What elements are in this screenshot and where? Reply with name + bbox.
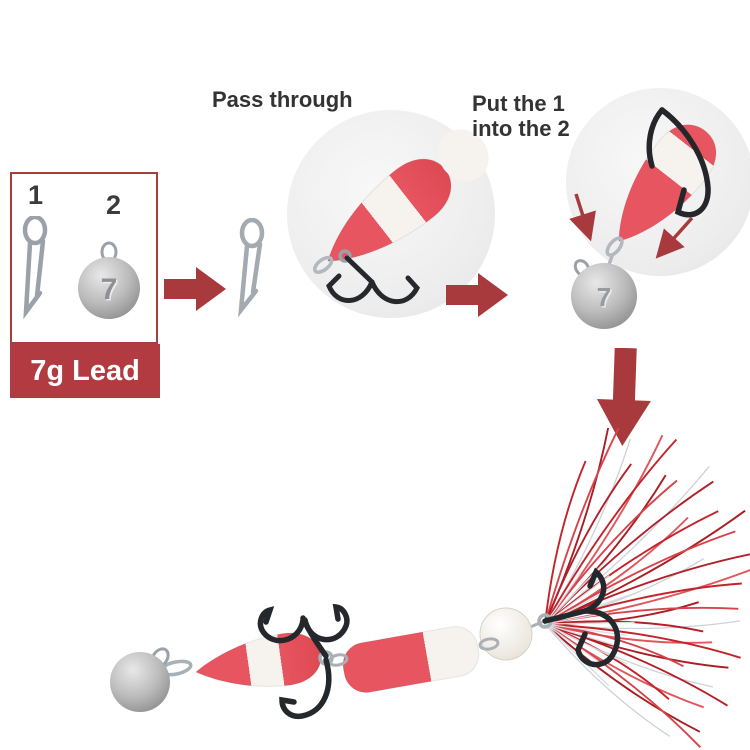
lure-tail-illustration bbox=[604, 107, 717, 275]
white-ball-joint bbox=[479, 607, 533, 661]
step-ball-number-shadow: 7 bbox=[598, 284, 612, 314]
step-ball-number: 7 bbox=[597, 282, 611, 312]
kit-ball-number: 7 bbox=[101, 273, 118, 306]
pointer-arrows bbox=[569, 193, 694, 259]
lead-ball-icon: 7 7 bbox=[78, 241, 140, 319]
kit-item-2-label: 2 bbox=[106, 190, 122, 220]
lure-body-icon bbox=[327, 158, 452, 262]
step-put-label: Put the 1 into the 2 bbox=[472, 91, 604, 141]
pointer-arrow-icon bbox=[655, 216, 694, 259]
snap-clip-icon bbox=[22, 216, 48, 320]
step-put-label-line2: into the 2 bbox=[472, 115, 570, 141]
lure-next-segment bbox=[438, 129, 489, 182]
lead-weight-banner-label: 7g Lead bbox=[30, 354, 140, 387]
pass-through-photo bbox=[287, 110, 495, 318]
pointer-arrow-icon bbox=[569, 193, 596, 242]
lure-body-icon bbox=[618, 124, 717, 242]
wire-loop-icon bbox=[312, 255, 334, 274]
arrow-right-icon bbox=[164, 267, 226, 311]
lure-section-illustration bbox=[312, 129, 489, 305]
kit-item-1-label: 1 bbox=[28, 180, 44, 210]
step-pass-through-label: Pass through bbox=[212, 87, 353, 112]
treble-hook-icon bbox=[257, 603, 350, 720]
lure-body-icon bbox=[342, 626, 480, 693]
snap-clip-icon bbox=[238, 218, 265, 318]
arrow-right-icon bbox=[446, 273, 508, 317]
treble-hook-icon bbox=[537, 567, 621, 668]
lead-ball-icon bbox=[110, 652, 170, 712]
arrow-down-icon bbox=[596, 348, 651, 446]
step-put-label-line1: Put the 1 bbox=[472, 91, 565, 116]
wire-loop-icon bbox=[605, 236, 624, 257]
kit-ball-number-shadow: 7 bbox=[102, 275, 119, 308]
assembled-lure-illustration bbox=[110, 428, 750, 748]
treble-hook-icon bbox=[646, 107, 711, 218]
wire-link bbox=[478, 637, 500, 651]
lead-ball-icon: 7 7 bbox=[571, 259, 637, 329]
treble-hook-icon bbox=[326, 249, 420, 305]
kit-box: 1 2 7 7 bbox=[10, 172, 158, 344]
lead-weight-banner: 7g Lead bbox=[10, 344, 160, 398]
tinsel-tail-icon bbox=[544, 428, 750, 748]
lure-body-icon bbox=[195, 632, 322, 687]
